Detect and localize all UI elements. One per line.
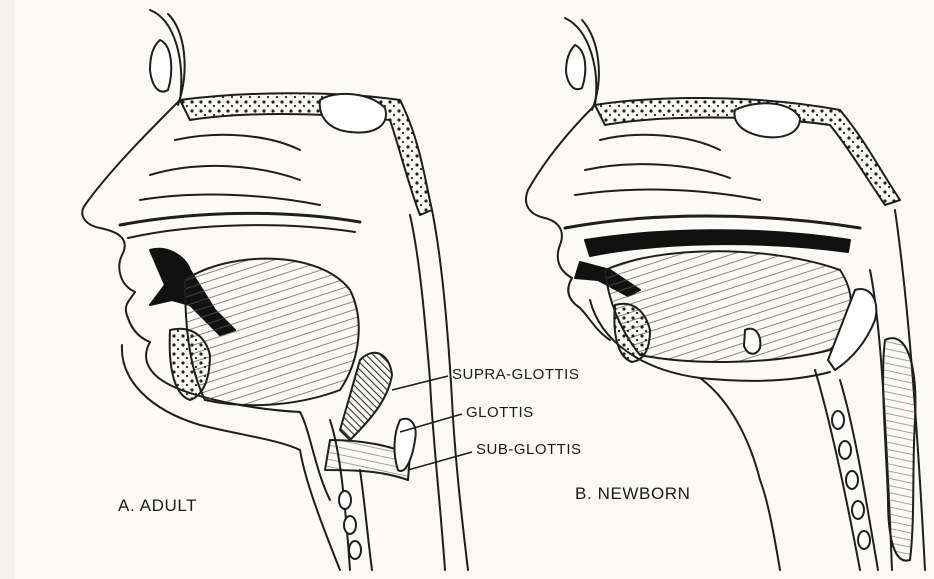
sub-glottis-leader (408, 452, 472, 470)
adult-caption: A. ADULT (118, 496, 197, 516)
glottis-label: GLOTTIS (466, 404, 534, 421)
adult-head-drawing (82, 10, 468, 570)
sub-glottis-label: SUB-GLOTTIS (476, 441, 582, 458)
newborn-caption: B. NEWBORN (575, 484, 691, 504)
supra-glottis-label: SUPRA-GLOTTIS (452, 366, 579, 383)
supra-glottis-leader (392, 376, 448, 390)
